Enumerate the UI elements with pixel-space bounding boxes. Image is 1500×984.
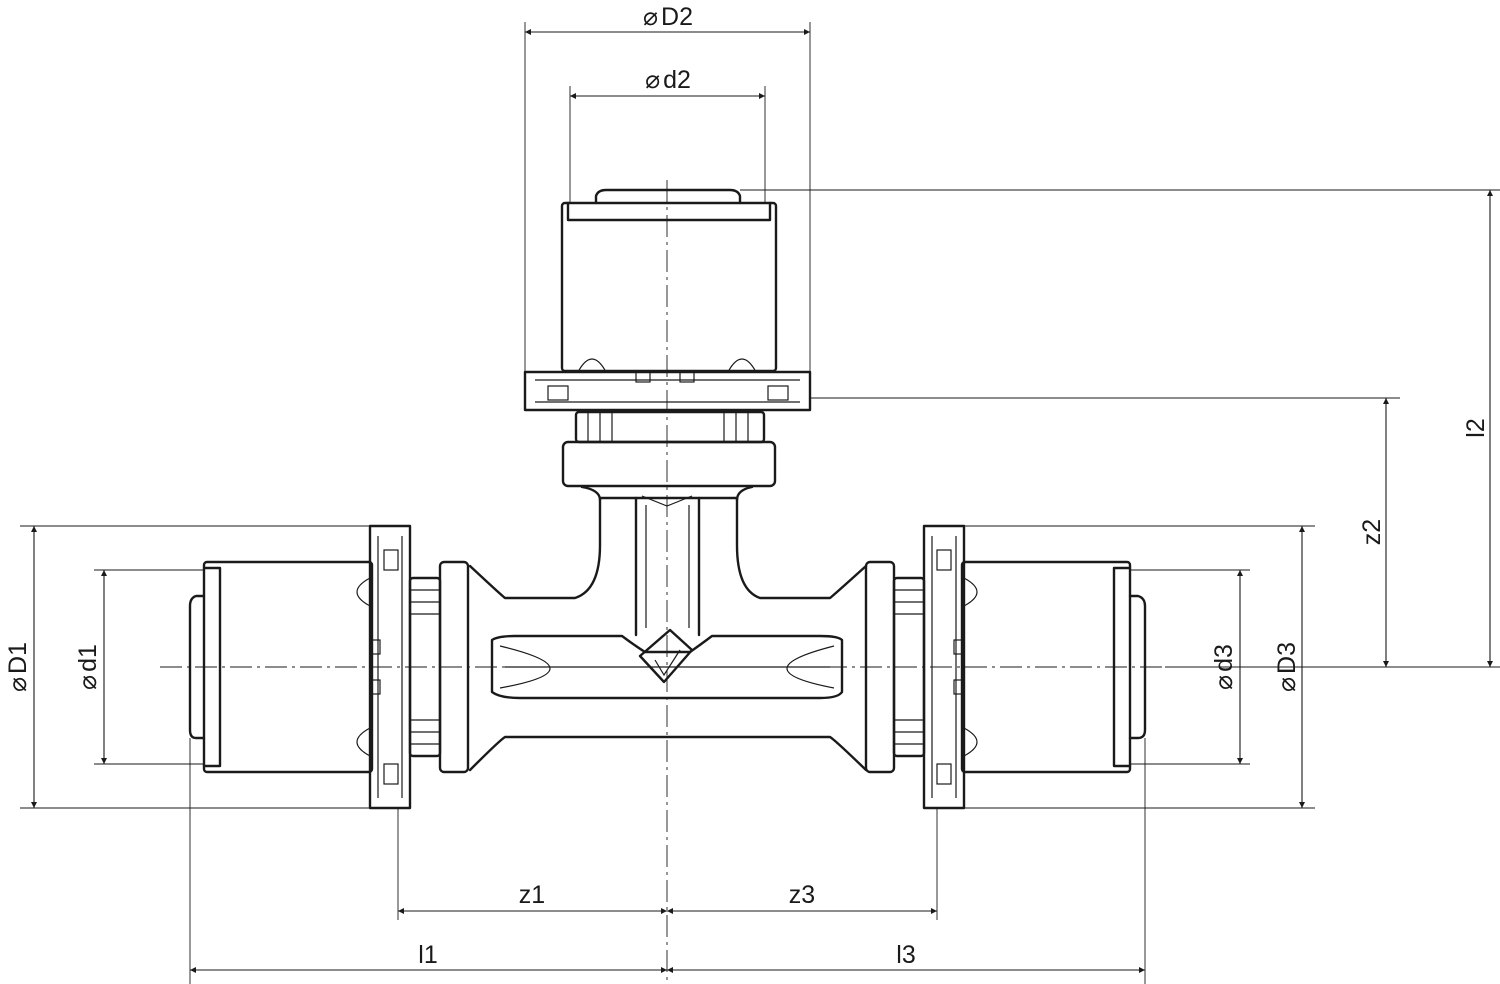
label-l2: l2 — [1462, 418, 1490, 437]
label-l1: l1 — [418, 941, 437, 969]
label-l3: l3 — [896, 941, 915, 969]
branch-connector — [523, 188, 812, 502]
label-D1: ⌀D1 — [4, 642, 32, 692]
label-d1: ⌀d1 — [74, 644, 102, 690]
label-z1: z1 — [519, 881, 545, 909]
label-z2: z2 — [1358, 519, 1386, 545]
label-d2: ⌀d2 — [645, 66, 691, 94]
label-d3: ⌀d3 — [1210, 644, 1238, 690]
left-connector — [188, 524, 442, 810]
extension-lines — [20, 22, 1500, 984]
dimension-lines — [31, 29, 1493, 973]
dimension-labels: ⌀D2 ⌀d2 z1 z3 l1 l3 ⌀D1 ⌀d1 ⌀d3 ⌀D3 z2 l… — [4, 3, 1490, 969]
center-lines — [160, 180, 1165, 984]
label-z3: z3 — [789, 881, 815, 909]
label-D2: ⌀D2 — [643, 3, 693, 31]
label-D3: ⌀D3 — [1273, 642, 1301, 692]
